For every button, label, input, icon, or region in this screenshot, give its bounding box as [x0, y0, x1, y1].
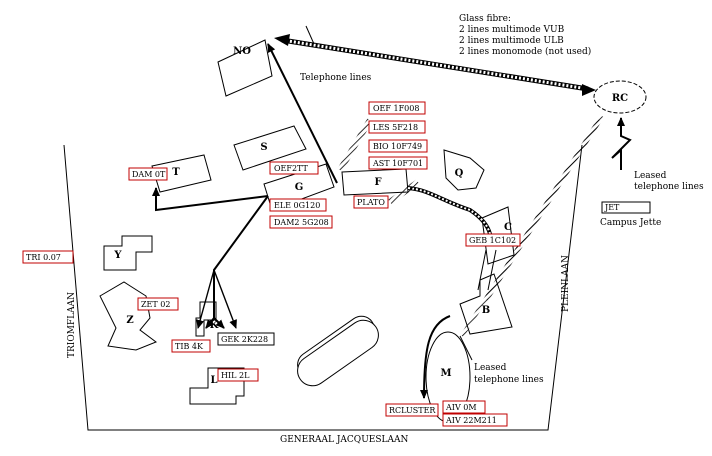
svg-text:GEK 2K228: GEK 2K228: [221, 335, 268, 344]
node-label-gek: GEK 2K228: [217, 332, 275, 346]
building-q: [443, 149, 485, 191]
svg-text:DAM 0T: DAM 0T: [132, 170, 166, 179]
svg-text:telephone lines: telephone lines: [634, 182, 704, 192]
node-label-ele: ELE 0G120: [269, 198, 327, 212]
svg-text:GEB 1C102: GEB 1C102: [469, 236, 516, 245]
svg-text:OEF 1F008: OEF 1F008: [373, 104, 419, 113]
label-b: B: [482, 305, 490, 316]
node-label-aiv0: AIV 0M: [442, 400, 486, 414]
label-k: K: [210, 320, 219, 331]
svg-text:2 lines multimode VUB: 2 lines multimode VUB: [459, 25, 565, 35]
svg-text:RCLUSTER: RCLUSTER: [389, 406, 436, 415]
label-f: F: [374, 177, 381, 188]
node-label-tri: TRI 0.07: [22, 250, 74, 264]
label-l: L: [210, 375, 217, 386]
node-label-rcluster: RCLUSTER: [385, 403, 439, 417]
street-pleinlaan: PLEINLAAN: [561, 255, 571, 312]
rc-node: [593, 80, 647, 114]
building-s: [233, 125, 307, 171]
node-label-aiv2: AIV 22M211: [442, 413, 508, 427]
street-generaal: GENERAAL JACQUESLAAN: [280, 435, 408, 445]
svg-text:2 lines multimode ULB: 2 lines multimode ULB: [459, 36, 564, 46]
building-no: [217, 39, 273, 97]
node-label-geb: GEB 1C102: [465, 233, 521, 247]
node-label-ast: AST 10F701: [368, 156, 428, 170]
running-track: [297, 319, 379, 387]
label-g: G: [295, 182, 304, 193]
node-label-tib: TIB 4K: [171, 339, 211, 353]
svg-text:HIL 2L: HIL 2L: [221, 371, 250, 380]
svg-text:DAM2 5G208: DAM2 5G208: [274, 218, 329, 227]
svg-text:telephone lines: telephone lines: [474, 375, 544, 385]
svg-text:Leased: Leased: [634, 171, 667, 181]
svg-text:AIV 0M: AIV 0M: [445, 403, 477, 412]
svg-text:AIV 22M211: AIV 22M211: [445, 416, 497, 425]
svg-text:JET: JET: [604, 203, 620, 212]
node-label-oef: OEF 1F008: [368, 101, 426, 115]
label-q: Q: [455, 168, 464, 179]
svg-text:Leased: Leased: [474, 363, 507, 373]
glass-fibre-links: [274, 34, 605, 361]
svg-text:Glass fibre:: Glass fibre:: [459, 14, 511, 24]
node-label-dam: DAM 0T: [128, 167, 168, 181]
node-label-les: LES 5F218: [368, 120, 426, 134]
svg-text:ZET 02: ZET 02: [141, 300, 170, 309]
telephone-lines: [152, 25, 632, 399]
svg-text:TIB 4K: TIB 4K: [175, 342, 204, 351]
label-y: Y: [113, 250, 122, 261]
label-s: S: [260, 142, 267, 153]
svg-text:PLATO: PLATO: [357, 198, 385, 207]
building-t: [151, 154, 212, 193]
node-label-bio: BIO 10F749: [368, 139, 428, 153]
campus-jette-label: Campus Jette: [600, 218, 661, 228]
node-label-hil: HIL 2L: [217, 368, 259, 382]
label-no: NO: [233, 46, 251, 57]
leased-lines-m-note: Leased telephone lines: [474, 363, 544, 385]
node-label-jet: JET: [601, 201, 651, 214]
label-rc: RC: [612, 93, 628, 104]
node-label-zet: ZET 02: [137, 297, 179, 311]
telephone-lines-label: Telephone lines: [300, 73, 372, 83]
street-triomflaan: TRIOMFLAAN: [67, 292, 77, 358]
glass-fibre-note: Glass fibre: 2 lines multimode VUB 2 lin…: [459, 14, 591, 57]
svg-text:ELE 0G120: ELE 0G120: [274, 201, 320, 210]
campus-boundary: [63, 144, 583, 431]
svg-text:AST 10F701: AST 10F701: [372, 159, 423, 168]
svg-text:TRI 0.07: TRI 0.07: [26, 253, 61, 262]
leased-lines-rc-note: Leased telephone lines: [634, 171, 704, 192]
label-m: M: [440, 368, 451, 379]
svg-text:OEF2TT: OEF2TT: [274, 164, 309, 173]
node-label-oef2: OEF2TT: [269, 161, 319, 175]
svg-text:LES 5F218: LES 5F218: [373, 123, 418, 132]
label-c: C: [504, 222, 512, 233]
node-label-dam2: DAM2 5G208: [269, 215, 333, 229]
svg-text:BIO 10F749: BIO 10F749: [373, 142, 422, 151]
node-label-plato: PLATO: [353, 195, 389, 209]
label-t: T: [172, 167, 180, 178]
svg-text:2 lines monomode (not used): 2 lines monomode (not used): [459, 46, 591, 57]
building-y: [103, 235, 153, 271]
label-z: Z: [126, 315, 133, 326]
